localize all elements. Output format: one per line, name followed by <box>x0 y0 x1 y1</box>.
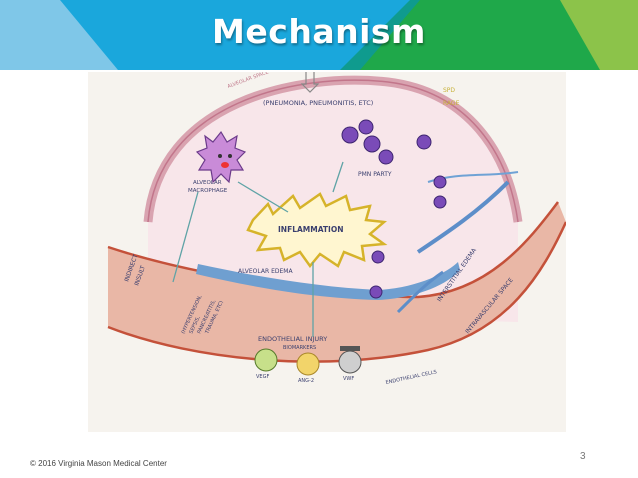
label-endothelial-injury: ENDOTHELIAL INJURY <box>258 335 327 343</box>
label-alveolar-macrophage-1: ALVEOLAR <box>193 180 222 186</box>
header-band-light-blue <box>0 0 118 70</box>
ang2-face-icon <box>296 352 320 376</box>
vegf-face-icon <box>254 348 278 372</box>
pmn-cell-icon <box>371 250 385 264</box>
copyright-notice: © 2016 Virginia Mason Medical Center <box>30 459 167 468</box>
pmn-cell-icon <box>416 134 432 150</box>
label-alveolar-space: ALVEOLAR SPACE <box>227 72 270 90</box>
label-alveolar-edema: ALVEOLAR EDEMA <box>238 268 293 275</box>
slide-title: Mechanism <box>212 12 426 51</box>
label-vegf: VEGF <box>256 374 269 380</box>
arrow-to-macrophage <box>237 181 289 213</box>
label-alveolar-macrophage-2: MACROPHAGE <box>188 188 228 194</box>
pmn-cell-icon <box>341 126 359 144</box>
page-number: 3 <box>580 451 586 462</box>
vwf-face-icon <box>338 350 362 374</box>
airway-arrow-icon <box>300 72 320 93</box>
label-endothelial-cells: ENDOTHELIAL CELLS <box>385 369 437 386</box>
label-pmn-party: PMN PARTY <box>358 171 392 178</box>
alveolar-wall-line <box>147 79 519 223</box>
header-banner: Mechanism <box>0 0 638 70</box>
label-pneumonia: (PNEUMONIA, PNEUMONITIS, ETC) <box>263 99 373 107</box>
arrow-indirect <box>172 191 199 283</box>
capillary-bottom-edge <box>107 221 566 363</box>
macrophage-eye-left <box>218 154 222 158</box>
macrophage-mouth <box>221 162 229 168</box>
label-biomarkers: BIOMARKERS <box>283 345 316 351</box>
inflammation-starburst <box>246 192 388 269</box>
capillary-vessel <box>108 202 566 362</box>
header-band-green <box>360 0 620 70</box>
pmn-cell-icon <box>358 119 374 135</box>
label-spd: SPD <box>443 87 455 94</box>
mechanism-diagram: (PNEUMONIA, PNEUMONITIS, ETC) SPD RAGE A… <box>88 72 566 432</box>
label-inflammation: INFLAMMATION <box>278 225 343 234</box>
pathway-arrows <box>172 161 344 337</box>
interstitial-edema-streak <box>416 180 510 254</box>
pmn-cell-icon <box>433 175 447 189</box>
macrophage-eye-right <box>228 154 232 158</box>
pmn-cell-icon <box>363 135 381 153</box>
arrow-to-pmn <box>332 161 344 193</box>
label-vwf: VWF <box>343 376 354 382</box>
label-rage: RAGE <box>443 100 460 107</box>
label-ang2: ANG-2 <box>298 378 314 384</box>
pmn-cell-icon <box>369 285 383 299</box>
header-color-bands <box>0 0 638 70</box>
diagram-drawing: (PNEUMONIA, PNEUMONITIS, ETC) SPD RAGE A… <box>107 72 566 386</box>
alveolar-edema-band <box>196 262 460 300</box>
fluid-leak-streak <box>396 270 444 314</box>
vwf-hat-icon <box>340 346 360 351</box>
pmn-cell-icon <box>378 149 394 165</box>
header-band-lime <box>560 0 638 70</box>
pmn-cells <box>341 119 447 299</box>
pmn-cell-icon <box>433 195 447 209</box>
